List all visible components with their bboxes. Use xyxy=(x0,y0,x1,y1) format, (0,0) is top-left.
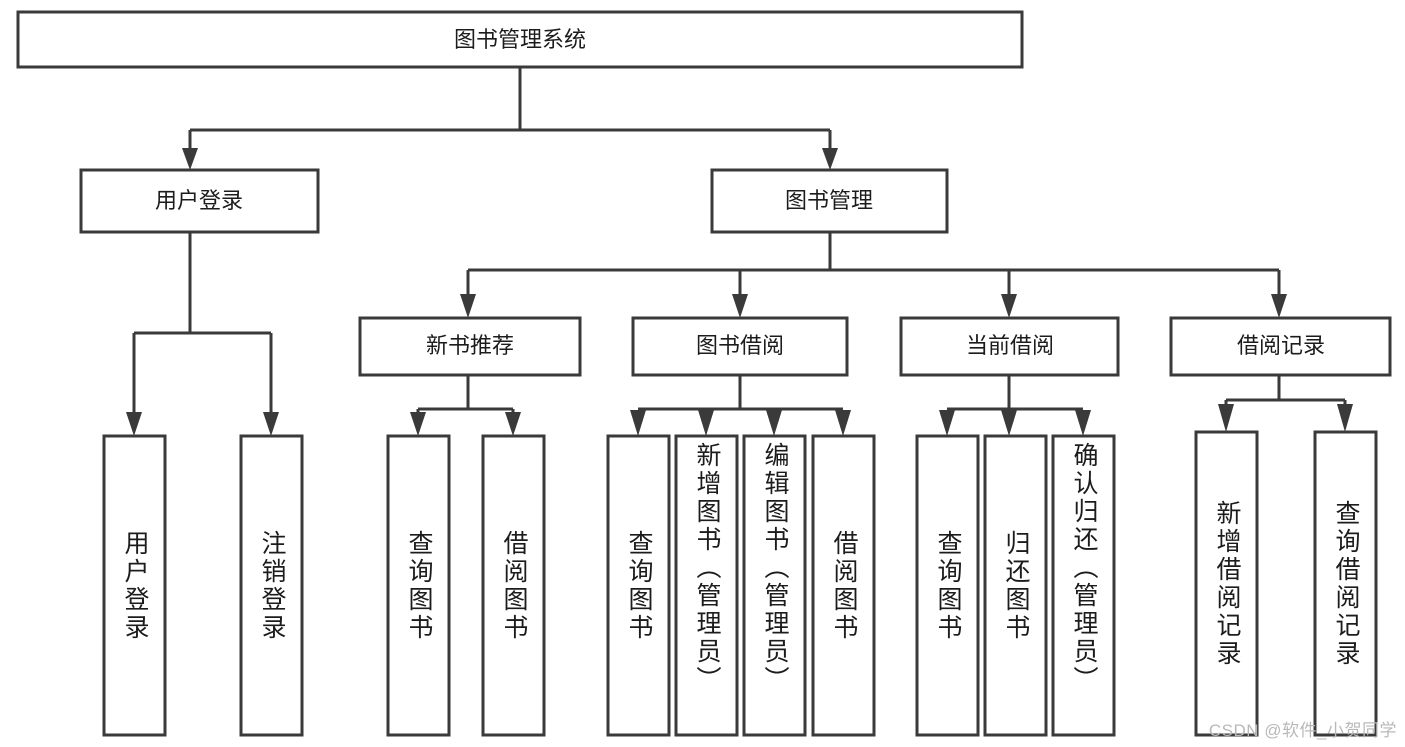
leaf-cb-return-book[interactable] xyxy=(983,434,1048,737)
node-borrow-record[interactable] xyxy=(1169,316,1392,377)
arrow-leaf-br-add-record xyxy=(1218,404,1234,432)
node-user-login[interactable] xyxy=(79,168,320,234)
node-user-login-label: 用户登录 xyxy=(155,188,243,213)
node-current-borrow[interactable] xyxy=(899,316,1120,377)
leaf-bb-query-book[interactable] xyxy=(606,434,671,737)
arrow-root-to-book-manage xyxy=(822,148,838,170)
leaf-bb-borrow-book[interactable] xyxy=(811,434,876,737)
arrow-to-current-borrow xyxy=(1001,294,1017,318)
leaf-bb-edit-book[interactable] xyxy=(742,434,807,737)
arrow-leaf-br-query-record xyxy=(1337,404,1353,432)
arrow-to-borrow-record xyxy=(1271,294,1287,318)
arrow-leaf-cb-confirm-return xyxy=(1075,410,1091,436)
node-book-borrow[interactable] xyxy=(631,316,849,377)
leaf-cb-confirm-return[interactable] xyxy=(1051,434,1116,737)
arrow-to-book-borrow xyxy=(732,294,748,318)
node-borrow-record-label: 借阅记录 xyxy=(1237,333,1325,358)
leaf-logout-login[interactable] xyxy=(239,434,304,737)
leaf-br-add-record[interactable] xyxy=(1194,430,1259,737)
arrow-leaf-user-login xyxy=(126,412,142,436)
leaf-br-query-record[interactable] xyxy=(1313,430,1378,737)
node-root-system-label: 图书管理系统 xyxy=(454,27,586,52)
node-new-book-recommend[interactable] xyxy=(358,316,582,377)
arrow-leaf-bb-query-book xyxy=(630,410,646,436)
leaf-nbr-query-book[interactable] xyxy=(386,434,451,737)
connector-layer xyxy=(126,67,1353,436)
arrow-leaf-bb-add-book xyxy=(698,410,714,436)
arrow-leaf-logout-login xyxy=(263,412,279,436)
arrow-leaf-bb-borrow-book xyxy=(835,410,851,436)
leaf-user-login[interactable] xyxy=(102,434,167,737)
node-book-borrow-label: 图书借阅 xyxy=(696,333,784,358)
node-book-manage[interactable] xyxy=(710,168,949,234)
node-layer: 图书管理系统 用户登录 图书管理 新书推荐 图书借阅 当前借阅 借阅记录 xyxy=(16,10,1392,737)
node-root-system[interactable] xyxy=(16,10,1024,69)
arrow-leaf-bb-edit-book xyxy=(766,410,782,436)
arrow-root-to-user-login xyxy=(182,148,198,170)
arrow-leaf-nbr-borrow-book xyxy=(505,412,521,436)
node-current-borrow-label: 当前借阅 xyxy=(966,333,1054,358)
arrow-leaf-nbr-query-book xyxy=(410,412,426,436)
arrow-leaf-cb-query-book xyxy=(939,410,955,436)
arrow-to-new-book-recommend xyxy=(460,294,476,318)
node-book-manage-label: 图书管理 xyxy=(785,188,873,213)
node-new-book-recommend-label: 新书推荐 xyxy=(426,333,514,358)
csdn-watermark: CSDN @软件_小贺同学 xyxy=(1208,721,1397,740)
leaf-bb-add-book[interactable] xyxy=(674,434,739,737)
leaf-cb-query-book[interactable] xyxy=(915,434,980,737)
leaf-nbr-borrow-book[interactable] xyxy=(481,434,546,737)
arrow-leaf-cb-return-book xyxy=(1001,410,1017,436)
